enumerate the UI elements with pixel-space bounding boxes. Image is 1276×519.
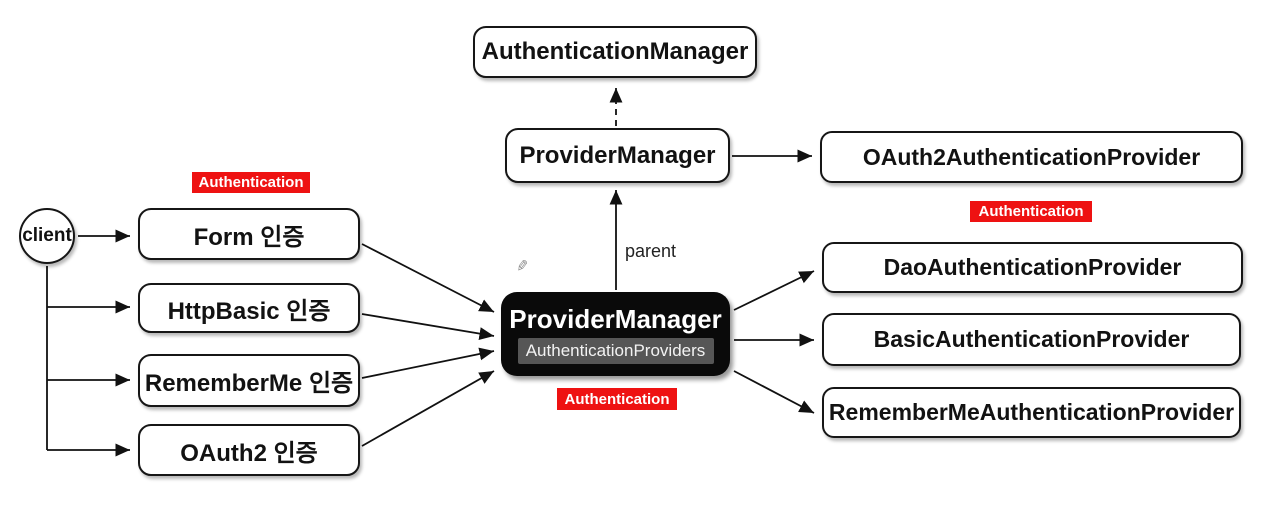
parent-label: parent xyxy=(625,241,677,261)
oauth2-authentication-provider-box: OAuth2AuthenticationProvider xyxy=(820,131,1243,183)
dao-authentication-provider-box: DaoAuthenticationProvider xyxy=(822,242,1243,293)
basic-authentication-provider-box: BasicAuthenticationProvider xyxy=(822,313,1241,366)
rememberme-authentication-provider-box: RememberMeAuthenticationProvider xyxy=(822,387,1241,438)
authentication-badge-center: Authentication xyxy=(557,388,677,410)
client-node: client xyxy=(19,208,75,264)
connector-rememberme-to-blackbox xyxy=(361,347,495,379)
connector-oauth2-to-blackbox xyxy=(361,370,495,447)
pencil-icon: ✎ xyxy=(514,257,530,276)
provider-manager-main-box: ProviderManager AuthenticationProviders xyxy=(501,292,730,376)
connector-form-to-blackbox xyxy=(361,243,495,313)
form-auth-box: Form 인증 xyxy=(138,208,360,260)
httpbasic-auth-box: HttpBasic 인증 xyxy=(138,283,360,333)
provider-manager-parent-box: ProviderManager xyxy=(505,128,730,183)
connector-blackbox-to-dao xyxy=(733,270,815,311)
rememberme-auth-box: RememberMe 인증 xyxy=(138,354,360,407)
authentication-providers-sublabel: AuthenticationProviders xyxy=(517,337,714,364)
connector-blackbox-to-remembermeprovider xyxy=(733,370,815,414)
authentication-badge-left: Authentication xyxy=(192,172,310,193)
connector-httpbasic-to-blackbox xyxy=(361,313,495,340)
authentication-badge-right: Authentication xyxy=(970,201,1092,222)
authentication-manager-box: AuthenticationManager xyxy=(473,26,757,78)
oauth2-auth-box: OAuth2 인증 xyxy=(138,424,360,476)
provider-manager-main-title: ProviderManager xyxy=(509,303,722,334)
